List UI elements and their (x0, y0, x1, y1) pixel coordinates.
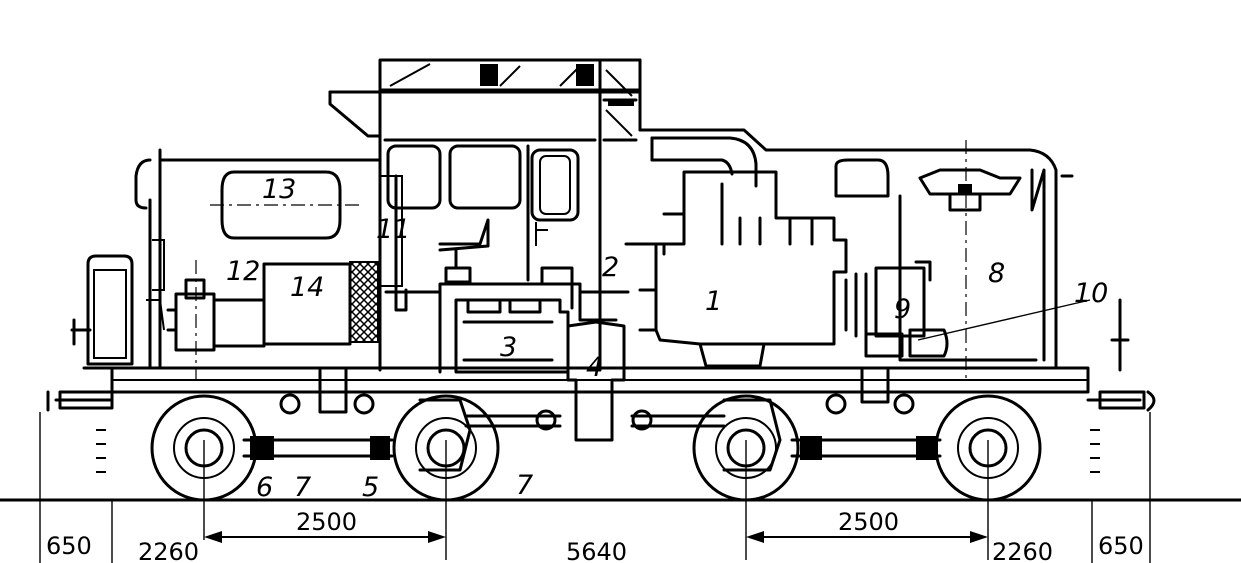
part-label-12: 12 (226, 256, 260, 287)
cab (328, 58, 642, 372)
part-label-1: 1 (705, 286, 722, 317)
part-label-7-right: 7 (516, 470, 533, 501)
diesel-engine (624, 170, 868, 368)
part-label-13: 13 (262, 174, 296, 205)
part-label-4: 4 (586, 352, 603, 383)
part-label-5: 5 (362, 472, 379, 503)
dim-end-axle-right: 2260 (992, 538, 1053, 563)
dim-overhang-left: 650 (46, 532, 92, 560)
dimension-lines (0, 412, 1241, 563)
part-label-6: 6 (256, 472, 273, 503)
dim-wheelbase-left: 2500 (296, 508, 357, 536)
part-label-9: 9 (894, 294, 911, 325)
bogie-left (150, 368, 562, 502)
leader-10 (917, 299, 1091, 341)
short-hood (70, 148, 382, 380)
dim-wheelbase-right: 2500 (838, 508, 899, 536)
part-label-8: 8 (988, 258, 1005, 289)
part-label-2: 2 (602, 252, 619, 283)
dim-end-axle-left: 2260 (138, 538, 199, 563)
part-label-10: 10 (1074, 278, 1108, 309)
part-label-3: 3 (500, 332, 517, 363)
underframe (46, 298, 1156, 473)
part-label-14: 14 (290, 272, 324, 303)
part-label-11: 11 (376, 214, 410, 245)
dim-overhang-right: 650 (1098, 532, 1144, 560)
bogie-right (630, 368, 1042, 502)
dim-bogie-centers: 5640 (566, 538, 627, 563)
part-label-7-left: 7 (294, 472, 311, 503)
